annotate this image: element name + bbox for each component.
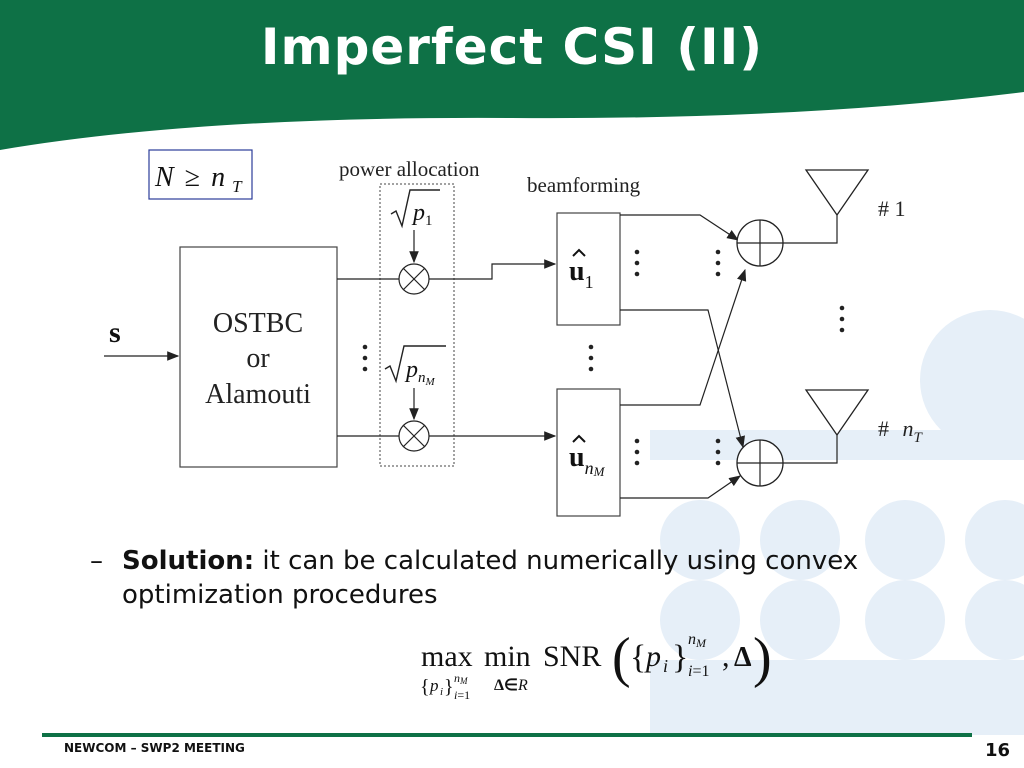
svg-text:{: { [420,676,430,698]
vertical-ellipsis-icon [362,344,368,372]
svg-text:pnM: pnM [404,357,436,388]
vertical-ellipsis-icon [634,249,721,466]
svg-text:nM: nM [454,671,468,686]
vertical-ellipsis-icon [839,305,845,333]
svg-text:}: } [672,639,688,676]
beamformer-u1-label: u1 [569,256,594,292]
svg-text:i=1: i=1 [454,688,470,702]
svg-text:}: } [444,676,454,698]
unm-hat [572,434,586,443]
adder1-to-antenna1-wire [783,215,838,244]
svg-text:,: , [722,640,730,673]
condition-N: N [154,162,175,193]
svg-text:i: i [663,656,668,676]
beamforming-label: beamforming [527,173,641,197]
svg-text:i: i [440,686,443,698]
slide-title: Imperfect CSI (II) [260,18,764,76]
page-number: 16 [984,740,1010,761]
bullet-text: Solution: it can be calculated numerical… [122,544,942,612]
u1-to-adder2-wire [620,309,745,449]
condition-text: N ≥ n T [154,162,243,196]
slide-header [0,0,1024,150]
svg-text:Δ: Δ [734,642,752,673]
condition-box [148,149,253,200]
bullet-body: it can be calculated numerically using c… [122,546,859,610]
svg-text:p: p [644,640,661,673]
svg-text:min: min [484,640,531,673]
svg-text:Δ∈R: Δ∈R [494,677,528,694]
svg-text:i=1: i=1 [688,663,709,680]
antennaT-label: # nT [878,416,924,446]
svg-text:(: ( [612,627,631,689]
svg-text:p1: p1 [411,200,433,229]
svg-text:p: p [429,676,439,695]
antenna-icon [804,169,870,217]
top-multiplier-to-u1-wire [429,259,557,280]
svg-text:nM: nM [688,631,707,650]
header-band [0,0,1024,150]
condition-n: n [211,162,225,193]
unm-to-adder2-wire [620,475,741,499]
footer-divider [42,733,972,737]
svg-text:max: max [421,640,473,673]
u1-hat [572,248,586,257]
power-allocation-label: power allocation [339,157,480,181]
unm-to-adder1-wire [620,268,747,406]
encoder-line-2: or [246,343,270,374]
sqrt-p1-label: p1 [390,189,440,229]
encoder-line-1: OSTBC [213,308,303,339]
encoder-line-3: Alamouti [205,379,311,410]
condition-geq: ≥ [185,162,200,193]
adder-icon [736,439,784,487]
encoder-box [179,246,338,468]
sqrt-pnm-label: pnM [384,345,446,388]
svg-text:{: { [630,639,646,676]
footer-meeting-label: NEWCOM – SWP2 MEETING [64,741,245,755]
beamformer-unm-box [556,388,621,517]
antenna1-label: # 1 [878,196,906,221]
svg-text:): ) [753,627,772,689]
svg-text:SNR: SNR [543,640,601,673]
vertical-ellipsis-icon [588,344,594,372]
bullet-bold-label: Solution: [122,546,255,576]
multiplier-icon [398,420,430,452]
beamformer-u1-box [556,212,621,326]
condition-sub: T [232,177,243,196]
input-symbol: s [109,316,121,349]
bullet-dash: – [90,546,103,576]
antenna-icon [804,389,870,437]
power-allocation-box [379,183,455,467]
u1-to-adder1-wire [620,214,740,241]
beamformer-unm-label: unM [569,442,606,479]
adder2-to-antennaT-wire [783,435,838,464]
